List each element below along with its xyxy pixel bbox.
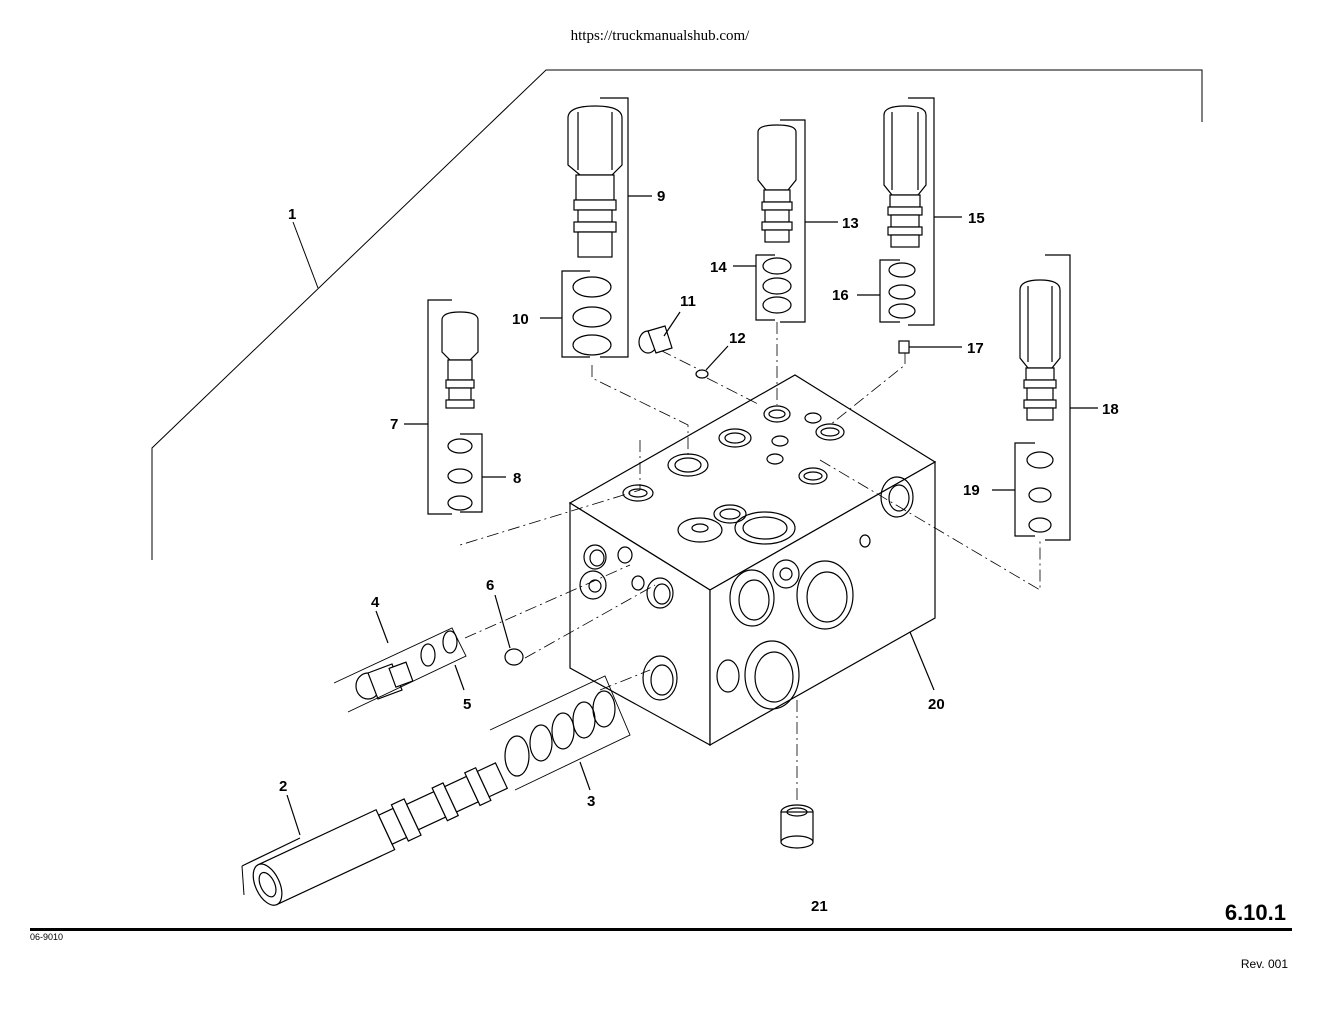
callout-3: 3 xyxy=(587,793,595,810)
callout-9: 9 xyxy=(657,188,665,205)
callout-16: 16 xyxy=(832,287,849,304)
callout-5: 5 xyxy=(463,696,471,713)
callout-19: 19 xyxy=(963,482,980,499)
callout-10: 10 xyxy=(512,311,529,328)
callout-11: 11 xyxy=(680,293,696,310)
callout-15: 15 xyxy=(968,210,985,227)
callout-6: 6 xyxy=(486,577,494,594)
callout-14: 14 xyxy=(710,259,727,276)
callout-18: 18 xyxy=(1102,401,1119,418)
callout-17: 17 xyxy=(967,340,984,357)
callout-7: 7 xyxy=(390,416,398,433)
revision-label: Rev. 001 xyxy=(1240,957,1288,971)
callout-13: 13 xyxy=(842,215,859,232)
callout-21: 21 xyxy=(811,898,828,915)
callout-1: 1 xyxy=(288,206,296,223)
callout-8: 8 xyxy=(513,470,521,487)
callout-4: 4 xyxy=(371,594,380,611)
footer-rule xyxy=(30,928,1292,931)
document-code: 06-9010 xyxy=(30,932,64,942)
page-number: 6.10.1 xyxy=(1224,900,1286,925)
callout-12: 12 xyxy=(729,330,746,347)
callout-2: 2 xyxy=(279,778,287,795)
callout-20: 20 xyxy=(928,696,945,713)
source-url: https://truckmanualshub.com/ xyxy=(570,28,750,44)
